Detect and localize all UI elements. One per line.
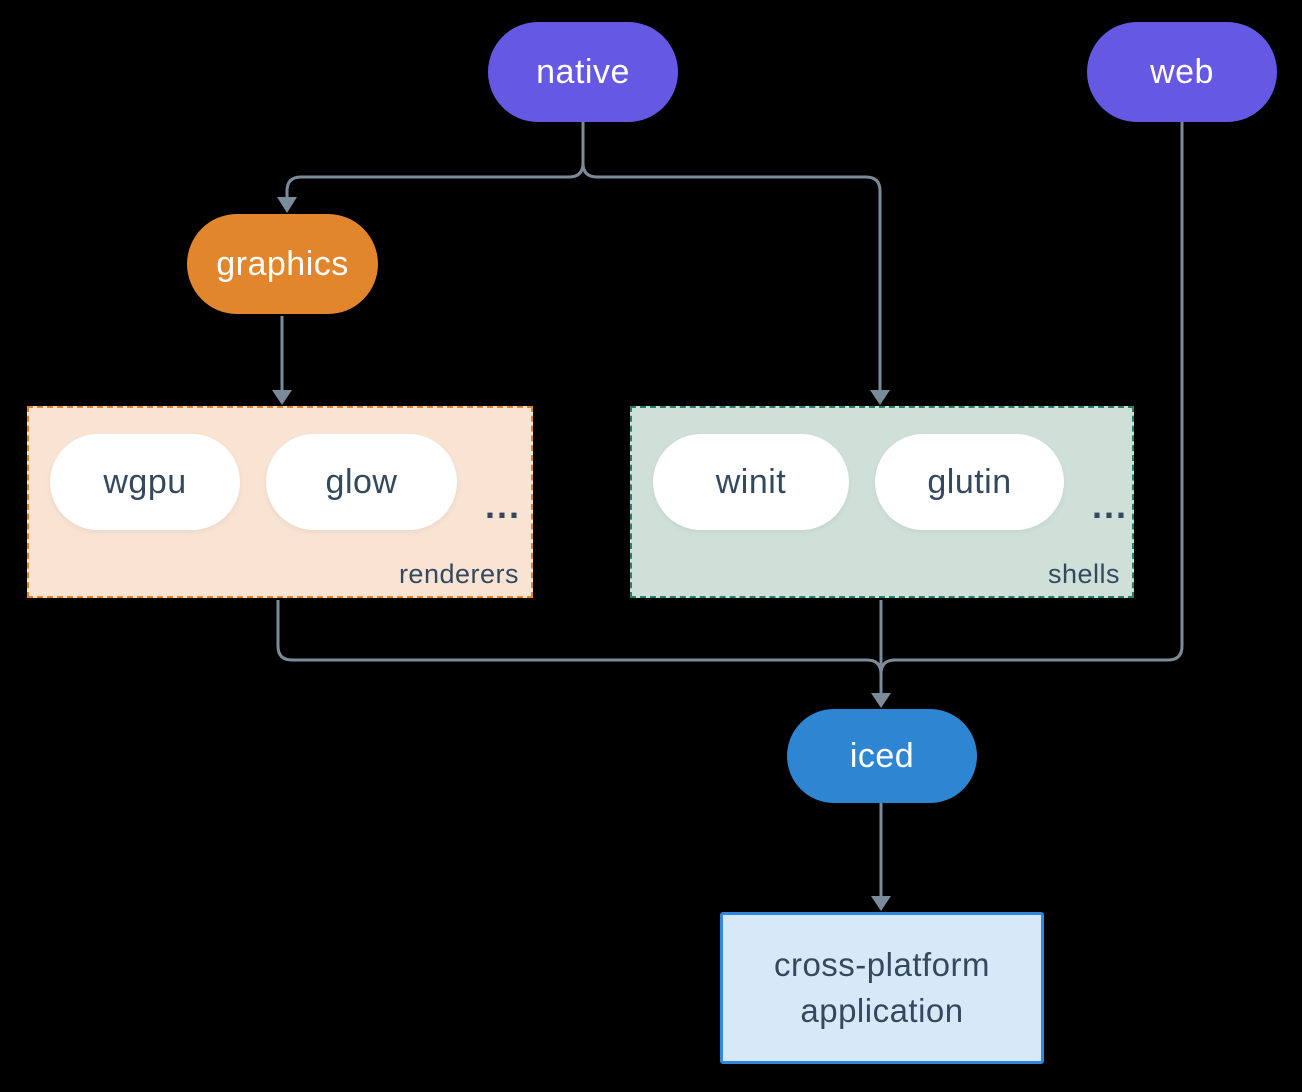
- node-wgpu-label: wgpu: [103, 462, 187, 501]
- node-glow-label: glow: [325, 462, 398, 501]
- renderers-group-label: renderers: [398, 559, 519, 589]
- arrowhead-graphics: [277, 197, 297, 213]
- group-renderers: wgpu glow ... renderers: [27, 406, 533, 598]
- node-iced-label: iced: [849, 736, 915, 775]
- node-iced: iced: [787, 709, 977, 803]
- arrowhead-renderers: [272, 390, 292, 405]
- edge-renderers-iced: [276, 600, 883, 675]
- arrowhead-application: [871, 896, 891, 911]
- node-graphics: graphics: [187, 214, 378, 314]
- node-cross-platform-application: cross-platform application: [720, 912, 1044, 1064]
- node-native: native: [488, 22, 678, 122]
- edge-web-iced: [879, 122, 1184, 675]
- node-native-label: native: [536, 52, 630, 91]
- application-label-line2: application: [800, 992, 964, 1029]
- node-glutin-label: glutin: [927, 462, 1012, 501]
- shells-ellipsis: ...: [1092, 485, 1129, 526]
- node-wgpu: wgpu: [50, 434, 240, 530]
- group-shells: winit glutin ... shells: [630, 406, 1134, 598]
- node-web: web: [1087, 22, 1277, 122]
- node-glow: glow: [266, 434, 457, 530]
- renderers-ellipsis: ...: [485, 485, 522, 526]
- arrowhead-iced: [871, 693, 891, 708]
- node-winit: winit: [653, 434, 849, 530]
- node-graphics-label: graphics: [216, 244, 349, 283]
- application-label-line1: cross-platform: [773, 946, 991, 983]
- arrowhead-shells: [870, 390, 890, 405]
- edge-native-shells: [581, 162, 882, 391]
- node-web-label: web: [1150, 52, 1214, 91]
- shells-group-label: shells: [1047, 559, 1120, 589]
- edge-native-graphics: [285, 122, 585, 198]
- node-winit-label: winit: [715, 462, 787, 501]
- node-glutin: glutin: [875, 434, 1064, 530]
